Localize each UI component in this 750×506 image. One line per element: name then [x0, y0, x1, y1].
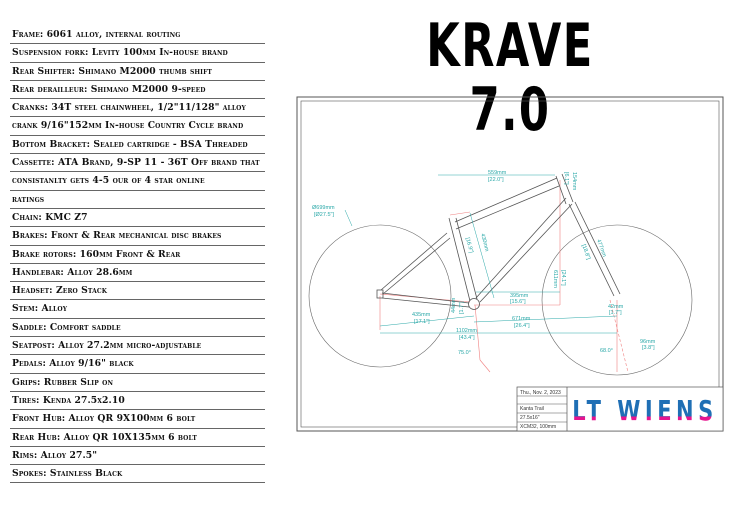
offset-inch-label: [1.7"]	[609, 310, 622, 316]
front-wheel	[541, 224, 693, 376]
part-cell: XCM32, 100mm	[520, 424, 556, 430]
head-inch-label: [6.1"]	[563, 172, 569, 185]
spec-item: Chain: KMC Z7	[10, 209, 265, 228]
bb-reach-label: 395mm	[510, 293, 529, 299]
spec-item: Rims: Alloy 27.5"	[10, 447, 265, 466]
front-center-label: 671mm	[512, 316, 531, 322]
spec-item: Rear Hub: Alloy QR 10X135mm 6 bolt	[10, 429, 265, 447]
size-cell: 27.5x16"	[520, 415, 540, 421]
title-block: Thu., Nov. 2, 2023 Kanta Trail 27.5x16" …	[516, 386, 724, 432]
spec-item: Bottom Bracket: Sealed cartridge - BSA T…	[10, 136, 265, 155]
bb-drop-inch-label: [1.7"]	[459, 301, 465, 314]
drawing-frame-inner	[300, 100, 720, 428]
spec-item: Spokes: Stainless Black	[10, 465, 265, 484]
spec-item: ratings	[10, 191, 265, 209]
drawing-frame-outer	[296, 96, 724, 432]
spec-item: Grips: Rubber Slip on	[10, 374, 265, 392]
bike-frame	[376, 173, 621, 310]
reach-label: 559mm	[488, 170, 507, 176]
bb-drop-label: 44mm	[451, 297, 457, 313]
rear-wheel	[308, 224, 452, 368]
fork-label: 477mm	[595, 239, 607, 259]
seat-label: 430mm	[479, 233, 490, 253]
spec-item: Rear Shifter: Shimano M2000 thumb shift	[10, 63, 265, 81]
name-cell: Kanta Trail	[520, 406, 544, 412]
head-angle-label: 68.0°	[600, 348, 613, 354]
dimension-lines	[344, 174, 618, 334]
spec-item: Tires: Kenda 27.5x2.10	[10, 392, 265, 411]
wheelbase-label: 1102mm	[456, 328, 477, 334]
head-label: 154mm	[571, 172, 577, 191]
stack-label: 611mm	[552, 270, 558, 288]
spec-item: Frame: 6061 alloy, internal routing	[10, 26, 265, 45]
bb-reach-inch-label: [15.6"]	[510, 299, 526, 305]
spec-item: Seatpost: Alloy 27.2mm micro-adjustable	[10, 337, 265, 356]
spec-item: crank 9/16"152mm In-house Country Cycle …	[10, 117, 265, 136]
spec-item: Pedals: Alloy 9/16" black	[10, 355, 265, 374]
spec-item: Brakes: Front & Rear mechanical disc bra…	[10, 227, 265, 246]
reach-inch-label: [22.0"]	[488, 177, 504, 183]
dimension-labels: 559mm [22.0"] Ø699mm [Ø27.5"] 154mm [6.1…	[312, 170, 656, 356]
seat-inch-label: [16.9"]	[464, 237, 474, 254]
date-cell: Thu., Nov. 2, 2023	[520, 390, 561, 396]
wheel-label: Ø699mm	[312, 205, 335, 211]
spec-item: Stem: Alloy	[10, 300, 265, 319]
spec-item: Handlebar: Alloy 28.6mm	[10, 264, 265, 283]
seat-angle-label: 75.0°	[458, 350, 471, 356]
spec-item: consistanlty gets 4-5 our of 4 star onli…	[10, 172, 265, 191]
trail-label: 96mm	[640, 339, 656, 345]
front-center-inch-label: [26.4"]	[514, 323, 530, 329]
chainstay-inch-label: [17.1"]	[414, 319, 430, 325]
page-title: KRAVE 7.0	[426, 11, 594, 145]
spec-item: Front Hub: Alloy QR 9X100mm 6 bolt	[10, 410, 265, 429]
spec-item: Cassette: ATA Brand, 9-SP 11 - 36T Off b…	[10, 154, 265, 173]
stack-inch-label: [24.1"]	[560, 270, 566, 286]
spec-item: Headset: Zero Stack	[10, 282, 265, 301]
trail-inch-label: [3.8"]	[642, 345, 655, 351]
fork-inch-label: [18.8"]	[580, 244, 591, 261]
offset-label: 42mm	[608, 304, 624, 310]
spec-item: Rear derailleur: Shimano M2000 9-speed	[10, 81, 265, 100]
logo: LT WIENS	[572, 394, 718, 427]
spec-item: Brake rotors: 160mm Front & Rear	[10, 246, 265, 264]
spec-item: Suspension fork: Levity 100mm In-house b…	[10, 44, 265, 63]
spec-item: Cranks: 34T steel chainwheel, 1/2"11/128…	[10, 99, 265, 118]
construction-lines	[379, 180, 629, 373]
spec-item: Saddle: Comfort saddle	[10, 319, 265, 338]
wheelbase-inch-label: [43.4"]	[459, 335, 475, 341]
wheel-inch-label: [Ø27.5"]	[314, 212, 334, 218]
chainstay-label: 435mm	[412, 312, 431, 318]
